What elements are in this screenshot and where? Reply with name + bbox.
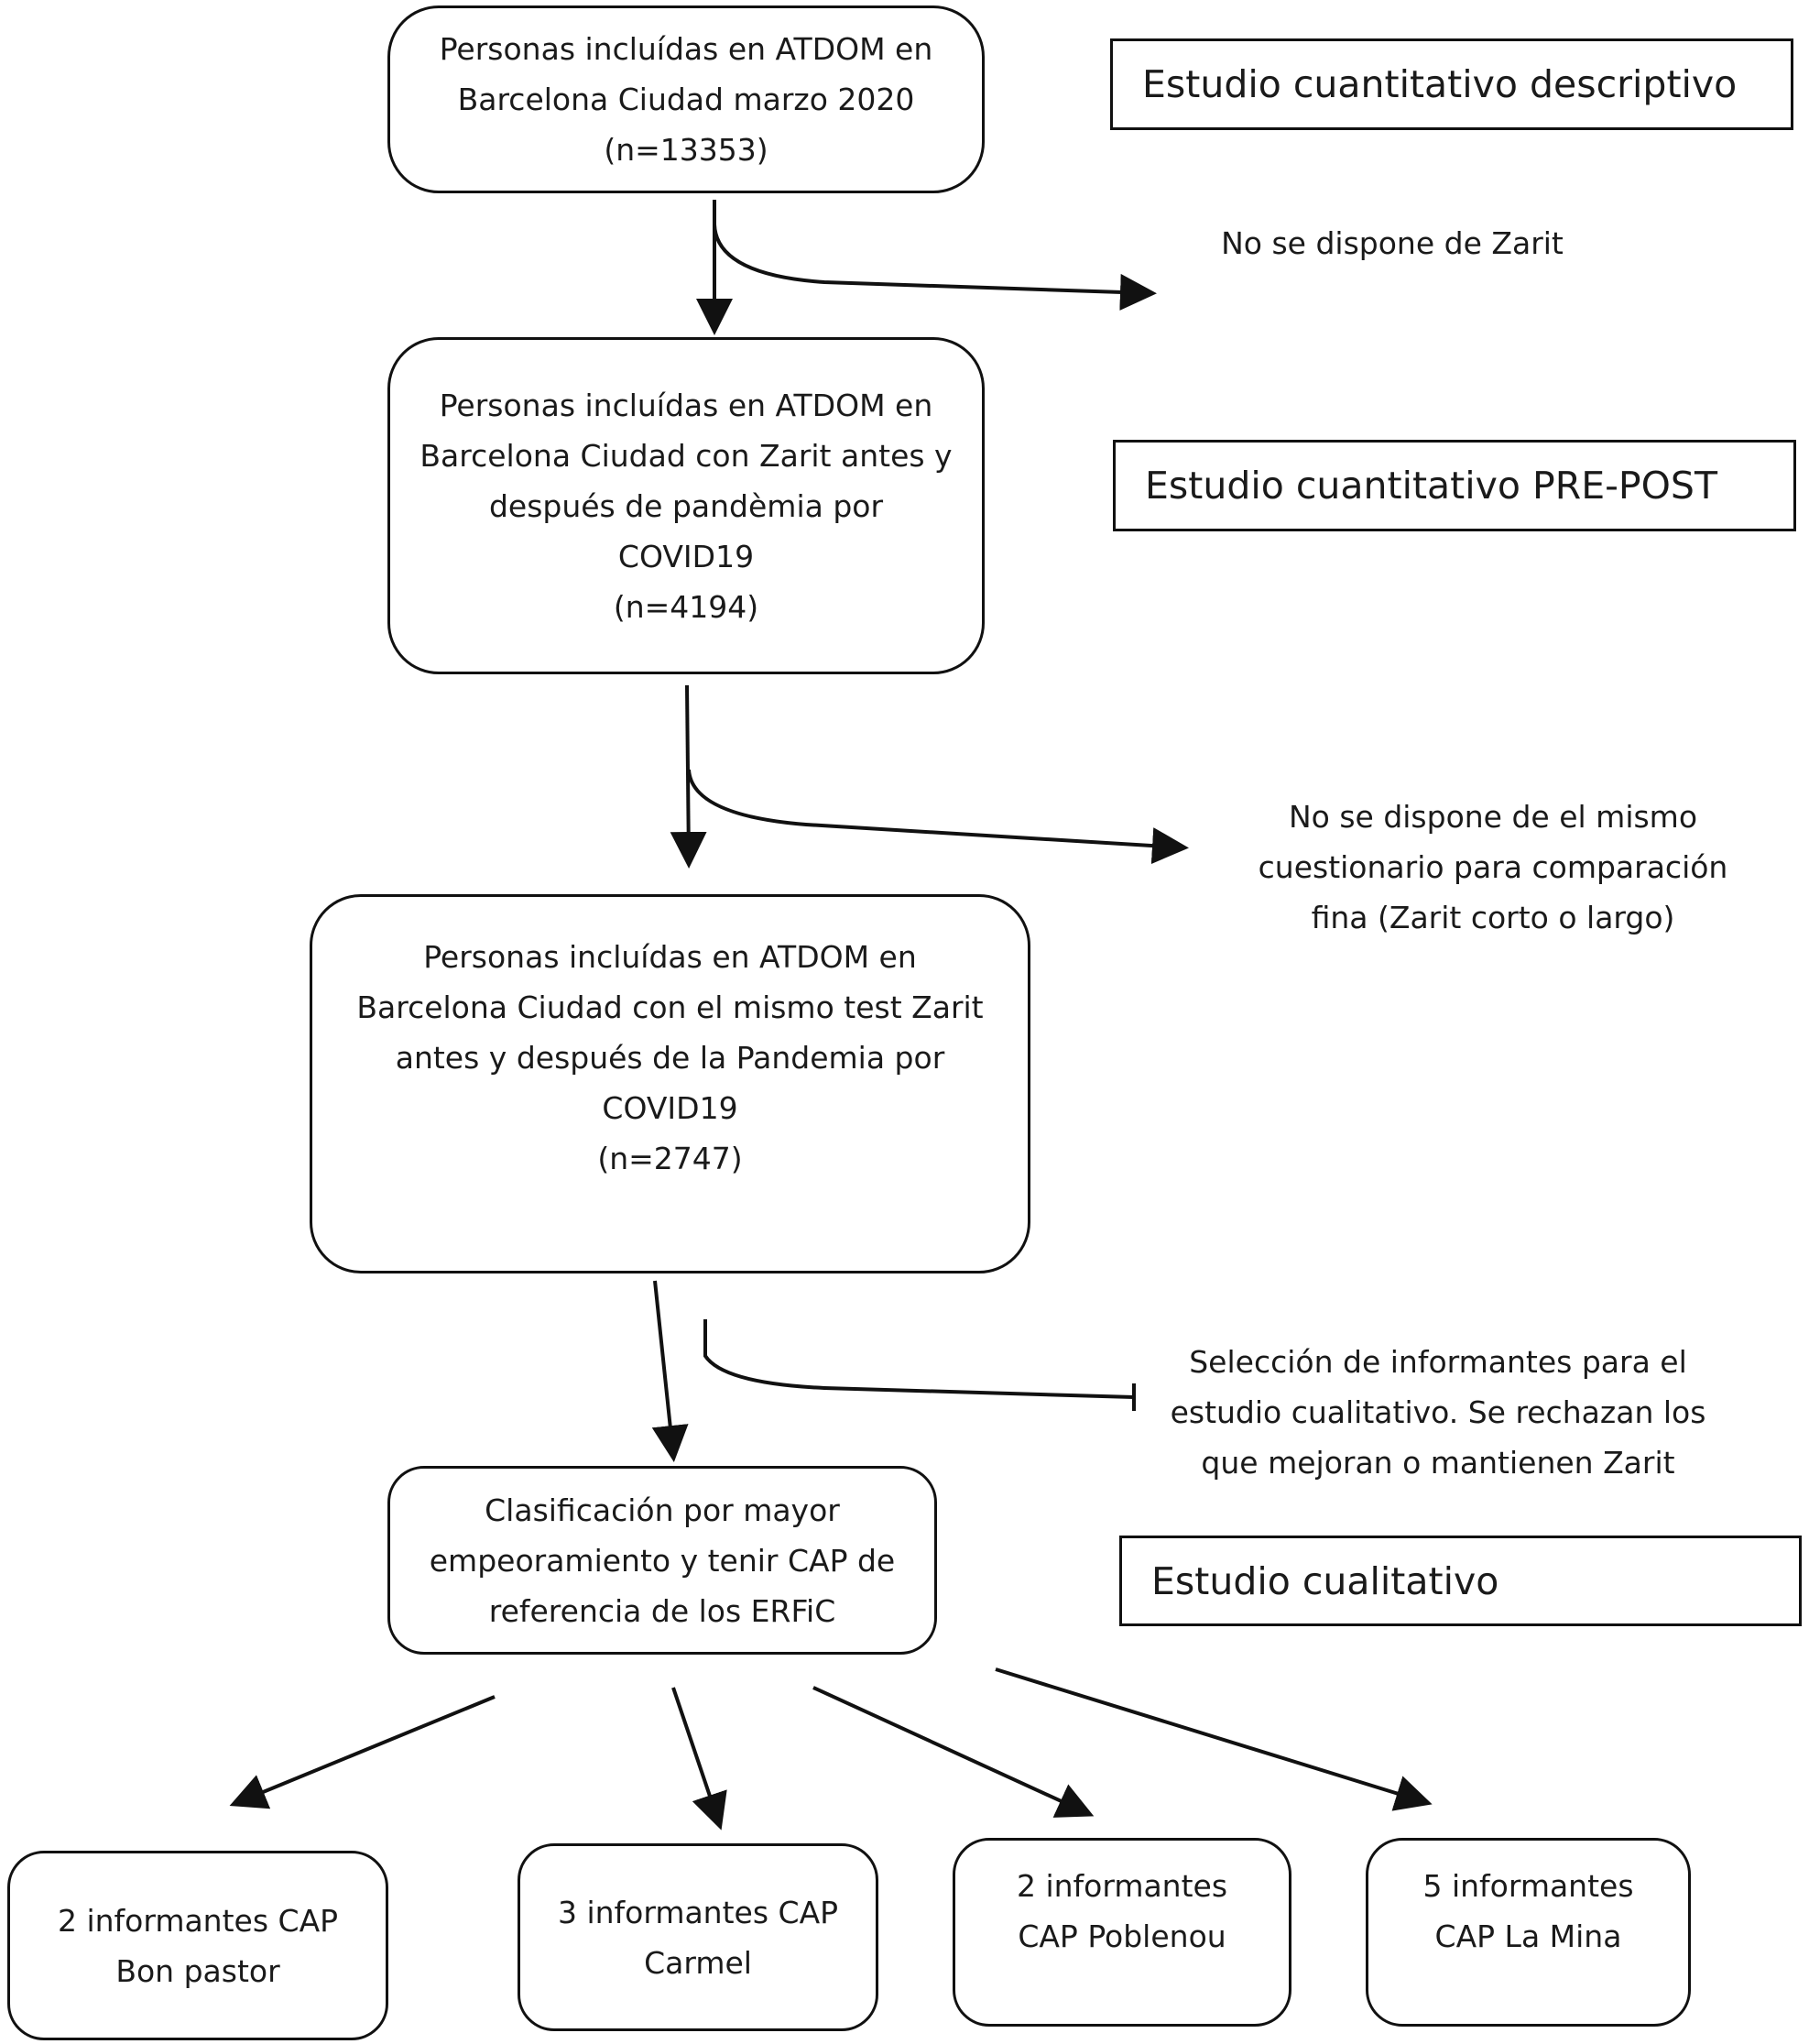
leaf4-line-1: 5 informantes [1422, 1868, 1634, 1904]
box4-line-1: Clasificación por mayor [485, 1492, 840, 1528]
arrow-box3-to-box4 [651, 1280, 689, 1462]
box-atdom-zarit-pre-post: Personas incluídas en ATDOM en Barcelona… [387, 337, 985, 674]
box2-line-3: después de pandèmia por [488, 487, 884, 524]
exclusion3-line-2: estudio cualitativo. Se rechazan los [1170, 1394, 1706, 1430]
study-pre-post: Estudio cuantitativo PRE-POST [1113, 440, 1796, 531]
study-pre-post-text: Estudio cuantitativo PRE-POST [1145, 464, 1717, 508]
study-qualitative-text: Estudio cualitativo [1151, 1558, 1499, 1603]
exclusion2-line-1: No se dispone de el mismo [1288, 799, 1698, 835]
box2-line-1: Personas incluídas en ATDOM en [439, 387, 933, 423]
arrow-exclusion-1 [713, 224, 1157, 311]
study-descriptive-text: Estudio cuantitativo descriptivo [1142, 62, 1738, 106]
leaf3-line-1: 2 informantes [1016, 1868, 1228, 1904]
box-atdom-march-2020: Personas incluídas en ATDOM en Barcelona… [387, 5, 985, 193]
leaf2-line-2: Carmel [644, 1944, 752, 1981]
box3-line-4: COVID19 [602, 1090, 738, 1126]
exclusion1-line-1: No se dispone de Zarit [1221, 225, 1564, 261]
leaf-la-mina: 5 informantes CAP La Mina [1366, 1838, 1691, 2027]
box-atdom-same-zarit-test: Personas incluídas en ATDOM en Barcelona… [310, 894, 1030, 1273]
box3-line-3: antes y después de la Pandemia por [395, 1040, 945, 1076]
exclusion2-line-2: cuestionario para comparación [1258, 849, 1728, 885]
leaf1-line-2: Bon pastor [115, 1952, 280, 1989]
arrow-to-poblenou [812, 1686, 1095, 1818]
arrow-exclusion-2 [687, 769, 1189, 865]
arrow-to-la-mina [995, 1667, 1433, 1811]
arrow-to-bon-pastor [229, 1695, 496, 1809]
box1-line-3: (n=13353) [604, 132, 768, 168]
exclusion3-line-3: que mejoran o mantienen Zarit [1201, 1445, 1675, 1481]
arrow-to-carmel [671, 1687, 727, 1831]
box1-line-2: Barcelona Ciudad marzo 2020 [457, 82, 915, 117]
box2-line-2: Barcelona Ciudad con Zarit antes y [420, 437, 953, 474]
box2-line-4: COVID19 [617, 538, 755, 574]
box2-line-5: (n=4194) [613, 588, 759, 625]
leaf-carmel: 3 informantes CAP Carmel [518, 1843, 878, 2031]
box4-line-3: referencia de los ERFiC [488, 1592, 836, 1629]
exclusion2-line-3: fina (Zarit corto o largo) [1311, 900, 1675, 935]
exclusion3-line-1: Selección de informantes para el [1189, 1344, 1687, 1380]
leaf3-line-2: CAP Poblenou [1018, 1918, 1226, 1954]
exclusion-no-same-questionnaire: No se dispone de el mismo cuestionario p… [1218, 792, 1768, 943]
box4-line-2: empeoramiento y tenir CAP de [429, 1542, 896, 1579]
leaf2-line-1: 3 informantes CAP [557, 1894, 839, 1930]
exclusion-no-zarit: No se dispone de Zarit [1172, 218, 1612, 268]
study-qualitative: Estudio cualitativo [1119, 1536, 1802, 1626]
box3-line-5: (n=2747) [597, 1141, 743, 1176]
study-descriptive: Estudio cuantitativo descriptivo [1110, 38, 1793, 130]
leaf1-line-1: 2 informantes CAP [57, 1902, 339, 1939]
box3-line-1: Personas incluídas en ATDOM en [423, 939, 917, 975]
arrow-exclusion-3 [703, 1319, 1135, 1399]
box-classification: Clasificación por mayor empeoramiento y … [387, 1466, 937, 1655]
box3-line-2: Barcelona Ciudad con el mismo test Zarit [356, 989, 984, 1025]
leaf-poblenou: 2 informantes CAP Poblenou [953, 1838, 1291, 2027]
exclusion-informant-selection: Selección de informantes para el estudio… [1154, 1337, 1722, 1488]
box1-line-1: Personas incluídas en ATDOM en [439, 31, 933, 67]
leaf-bon-pastor: 2 informantes CAP Bon pastor [7, 1851, 388, 2040]
leaf4-line-2: CAP La Mina [1434, 1918, 1622, 1954]
